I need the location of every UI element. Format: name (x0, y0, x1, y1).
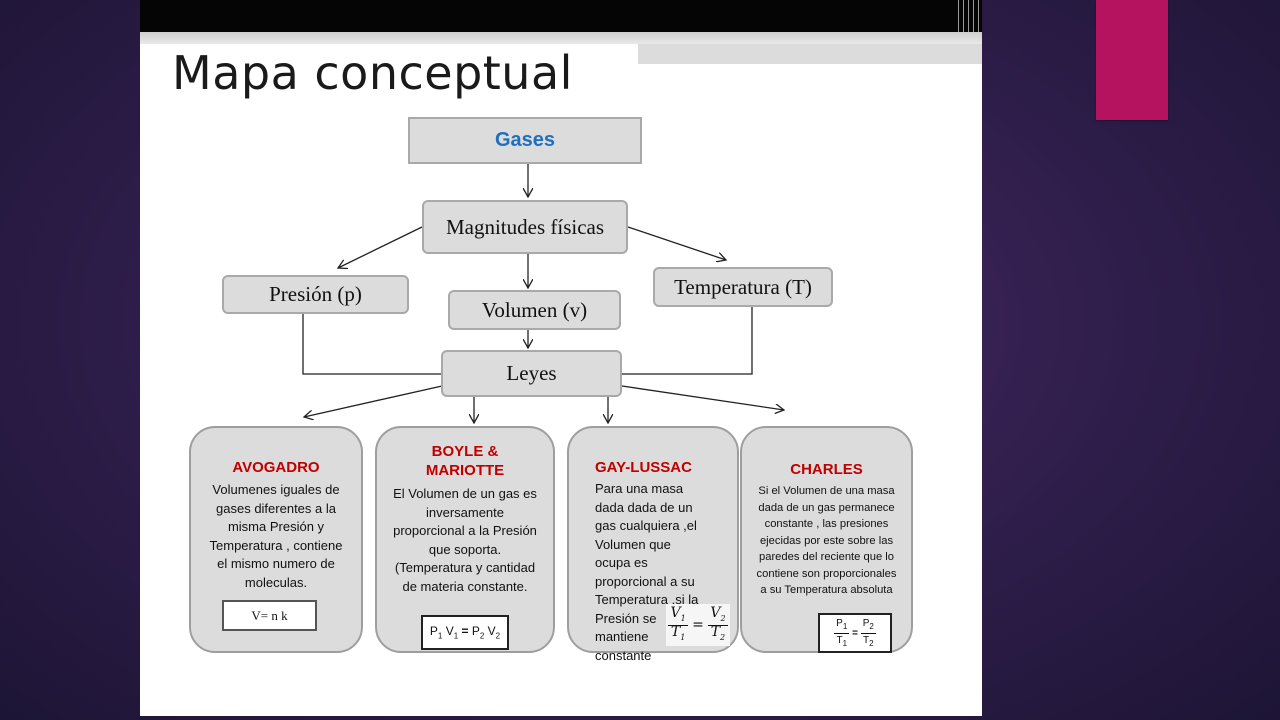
card-text-boyle: El Volumen de un gas es inversamente pro… (393, 486, 537, 594)
slide-title: Mapa conceptual (172, 46, 573, 100)
node-magnitudes: Magnitudes físicas (422, 200, 628, 254)
card-title-gay-lussac: GAY-LUSSAC (595, 459, 692, 476)
slide: Mapa conceptual Gases Magnitudes físicas… (140, 0, 982, 716)
arrow-to-charles (621, 385, 784, 410)
arrow-to-presion (338, 226, 423, 268)
accent-bar (1096, 0, 1168, 120)
grey-band-right (638, 44, 982, 64)
formula-avogadro: V= n k (222, 600, 317, 631)
formula-boyle: P1 V1 = P2 V2 (421, 615, 509, 650)
top-bar-stripes (956, 0, 982, 32)
card-title-boyle: BOYLE & MARIOTTE (425, 443, 505, 479)
arrow-to-temperatura (627, 226, 726, 260)
grey-band (140, 32, 982, 44)
node-gases: Gases (408, 117, 642, 164)
formula-boyle-content: P1 V1 = P2 V2 (429, 624, 501, 641)
node-volumen: Volumen (v) (448, 290, 621, 330)
card-text-avogadro: Volumenes iguales de gases diferentes a … (209, 482, 343, 590)
slide-top-bar (140, 0, 982, 32)
arrow-to-avogadro (304, 385, 443, 417)
line-temperatura-leyes (622, 306, 753, 375)
node-temperatura: Temperatura (T) (653, 267, 833, 307)
card-title-charles: CHARLES (790, 461, 863, 478)
card-title-avogadro: AVOGADRO (232, 459, 320, 476)
card-text-gay-lussac: Para una masa dada dada de un gas cualqu… (595, 481, 699, 663)
node-presion: Presión (p) (222, 275, 409, 314)
node-leyes: Leyes (441, 350, 622, 397)
line-presion-leyes (302, 312, 442, 375)
card-text-charles: Si el Volumen de una masa dada de un gas… (756, 485, 897, 596)
diagram-connectors (302, 163, 982, 716)
